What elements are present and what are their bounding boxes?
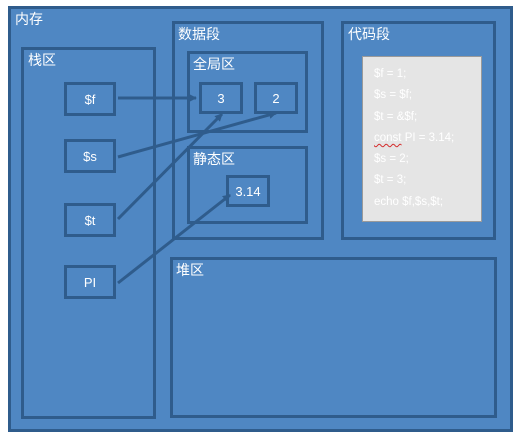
global-area-label: 全局区: [193, 57, 235, 73]
heap-region: [170, 257, 497, 418]
static-value-pi: 3.14: [226, 175, 270, 207]
code-line: const PI = 3.14;: [374, 128, 481, 149]
code-line: $s = 2;: [374, 153, 409, 166]
stack-var-pi: PI: [64, 265, 116, 299]
code-listing: $f = 1; $s = $f; $t = &$f; const PI = 3.…: [362, 56, 482, 222]
memory-label: 内存: [15, 12, 43, 28]
code-segment-label: 代码段: [348, 27, 390, 43]
data-segment-label: 数据段: [178, 27, 220, 43]
global-value-3: 3: [199, 82, 243, 114]
heap-label: 堆区: [176, 263, 204, 279]
code-line: $f = 1;: [374, 68, 407, 80]
global-value-2: 2: [254, 82, 298, 114]
code-line: $t = &$f;: [374, 110, 418, 123]
stack-var-s: $s: [64, 139, 116, 173]
code-line: $s = $f;: [374, 89, 413, 102]
static-area-label: 静态区: [193, 152, 235, 168]
code-line: echo $f,$s,$t;: [374, 195, 444, 208]
stack-label: 栈区: [28, 53, 56, 69]
code-const-keyword: const: [374, 131, 402, 144]
stack-var-f: $f: [64, 82, 116, 116]
stack-var-t: $t: [64, 203, 116, 237]
code-line: $t = 3;: [374, 174, 407, 187]
code-const-rest: PI = 3.14;: [401, 131, 455, 144]
